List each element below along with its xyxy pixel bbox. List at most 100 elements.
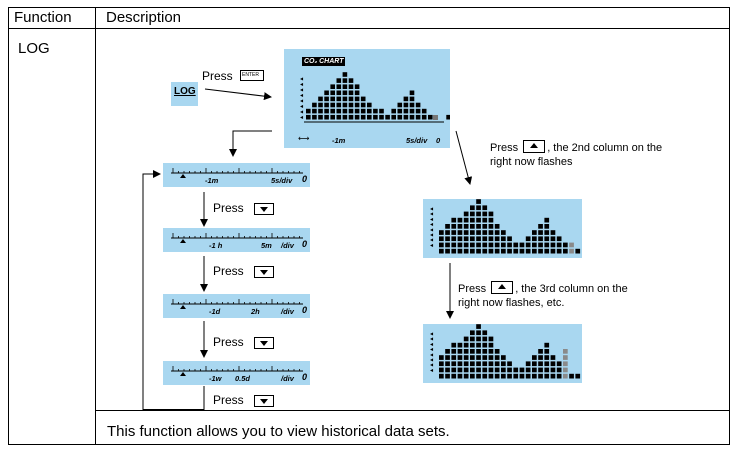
- chart-cell: [451, 230, 457, 235]
- down-key-icon: [253, 202, 274, 215]
- chart-cell: [482, 330, 488, 336]
- chart-cell: [556, 248, 562, 254]
- chart-cell: [403, 114, 409, 120]
- chart-cell: [336, 90, 342, 96]
- chart-cell: [409, 90, 415, 96]
- main-chart-bars: ◀◀◀◀◀◀◀◀: [300, 72, 450, 120]
- chart-cell: [470, 367, 475, 373]
- chart-cell: [330, 114, 335, 120]
- press-label-enter: Press ENTER: [202, 69, 265, 83]
- chart-cell: [463, 242, 469, 248]
- chart-cell: [342, 114, 348, 120]
- chart-cell: [482, 248, 488, 254]
- chart-cell: [439, 367, 444, 373]
- chart-cell: [544, 342, 550, 348]
- chart-cell: [538, 248, 543, 254]
- chart-cell: [519, 248, 525, 254]
- chart-cell: [439, 242, 444, 248]
- chart-cell: [476, 349, 481, 354]
- axis-marker: ◀: [300, 98, 304, 103]
- header-description: Description: [106, 9, 182, 26]
- chart-cell: [348, 102, 354, 108]
- chart-cell: [463, 361, 469, 367]
- chart-cell: [324, 114, 329, 120]
- scale-left-label: -1w: [209, 374, 222, 383]
- axis-marker: ◀: [300, 93, 304, 98]
- chart-cell: [457, 224, 463, 229]
- chart-cell: [318, 108, 323, 114]
- chart-cell: [525, 248, 531, 254]
- time-scale-lcd: -1 h 5m /div 0: [163, 228, 310, 252]
- chart-cell: [336, 108, 342, 114]
- chart-cell: [494, 242, 500, 248]
- chart-cell: [507, 248, 512, 254]
- chart-cell: [445, 224, 450, 229]
- chart-cell: [556, 361, 562, 367]
- down-key-icon: [253, 394, 274, 407]
- axis-marker: ◀: [300, 82, 304, 87]
- chart-cell: [525, 242, 531, 248]
- chart-cell: [476, 330, 481, 336]
- axis-marker: ◀: [430, 341, 434, 346]
- chart-cell: [360, 96, 366, 102]
- scale-mid-label: 0.5d: [235, 374, 251, 383]
- chart-cell: [312, 114, 317, 120]
- chart-cell: [538, 367, 543, 373]
- chart-cell: [476, 336, 481, 342]
- chart-cell: [439, 230, 444, 235]
- chart-cell: [550, 367, 556, 373]
- chart-cell: [482, 211, 488, 217]
- scale-right-label: /div: [281, 241, 294, 250]
- arrow-chart-to-col2: [455, 130, 473, 185]
- axis-marker: ◀: [430, 222, 434, 227]
- main-zero-label: 0: [436, 136, 441, 145]
- chart-cell: [463, 230, 469, 235]
- chart-cell: [538, 230, 543, 235]
- chart-cell: [488, 355, 494, 360]
- scale-zero-label: 0: [302, 372, 308, 382]
- chart-cell: [525, 236, 531, 242]
- chart-cell: [550, 373, 556, 379]
- chart-cell: [556, 242, 562, 248]
- axis-marker: ◀: [430, 362, 434, 367]
- chart-cell: [507, 367, 512, 373]
- chart-cell: [451, 367, 457, 373]
- chart-cell: [348, 114, 354, 120]
- chart-cell: [476, 199, 481, 204]
- chart-cell: [348, 90, 354, 96]
- axis-marker: ◀: [430, 367, 434, 372]
- chart-cell: [336, 114, 342, 120]
- down-key-icon: [253, 265, 274, 278]
- chart-cell: [501, 248, 506, 254]
- chart-cell: [488, 224, 494, 229]
- scale-zero-label: 0: [302, 174, 308, 184]
- chart-cell: [457, 349, 463, 354]
- chart-cell: [330, 90, 335, 96]
- axis-marker: ◀: [300, 115, 304, 120]
- chart-cell: [494, 361, 500, 367]
- scale-mid-label: 2h: [251, 307, 260, 316]
- log-key[interactable]: LOG: [171, 82, 198, 106]
- axis-marker: ◀: [300, 87, 304, 92]
- chart-cell: [482, 230, 488, 235]
- chart-cell: [348, 96, 354, 102]
- chart-cell: [532, 367, 537, 373]
- chart-cell: [360, 108, 366, 114]
- chart-cell: [519, 373, 525, 379]
- axis-marker: ◀: [430, 216, 434, 221]
- chart-cell: [476, 361, 481, 367]
- chart-cell: [463, 355, 469, 360]
- axis-marker: ◀: [430, 232, 434, 237]
- chart-cell: [550, 230, 556, 235]
- chart-cell: [532, 373, 537, 379]
- chart-cell: [470, 373, 475, 379]
- chart-cell: [463, 224, 469, 229]
- chart-cell: [354, 90, 360, 96]
- chart-cell: [428, 114, 433, 120]
- enter-key-label: ENTER: [242, 72, 259, 79]
- chart-cell: [463, 236, 469, 242]
- chart-cell: [403, 102, 409, 108]
- chart-cell: [445, 248, 450, 254]
- chart-cell: [575, 248, 581, 254]
- chart-cell: [550, 248, 556, 254]
